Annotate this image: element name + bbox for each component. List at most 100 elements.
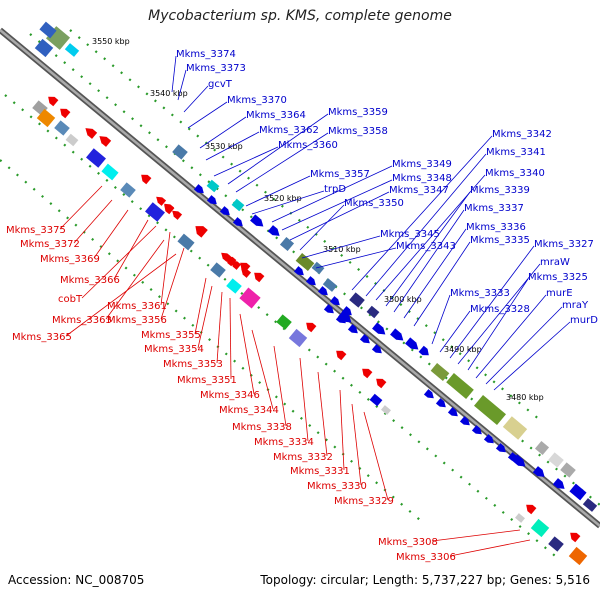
backbone bbox=[0, 27, 600, 529]
reverse-gene-label: Mkms_3308 bbox=[378, 537, 438, 548]
reverse-gene bbox=[36, 108, 56, 128]
reverse-label-leader bbox=[273, 345, 287, 427]
forward-label-leader bbox=[213, 146, 279, 177]
forward-gene bbox=[471, 425, 482, 435]
reverse-gene bbox=[548, 536, 564, 552]
forward-label-leader bbox=[431, 294, 451, 345]
forward-gene bbox=[267, 225, 280, 236]
reverse-label-leader bbox=[317, 371, 328, 457]
forward-gene-label: Mkms_3337 bbox=[464, 203, 524, 214]
forward-gene bbox=[405, 337, 419, 350]
reverse-label-leader bbox=[216, 291, 223, 364]
reverse-gene-label: Mkms_3306 bbox=[396, 552, 456, 563]
forward-gene-label: Mkms_3333 bbox=[450, 288, 510, 299]
forward-gene-label: Mkms_3339 bbox=[470, 185, 530, 196]
forward-gene bbox=[172, 144, 188, 160]
scale-label: 3550 kbp bbox=[92, 37, 130, 46]
forward-gene bbox=[193, 184, 204, 194]
reverse-label-leader bbox=[113, 219, 149, 280]
reverse-gene-label: Mkms_3369 bbox=[40, 254, 100, 265]
reverse-gene bbox=[239, 287, 261, 309]
reverse-label-leader bbox=[197, 285, 213, 349]
reverse-gene bbox=[156, 196, 167, 206]
forward-gene bbox=[532, 466, 545, 477]
forward-gene bbox=[569, 483, 587, 501]
reverse-gene bbox=[120, 182, 136, 198]
forward-gene bbox=[322, 278, 338, 292]
reverse-gene bbox=[60, 108, 71, 119]
forward-label-leader bbox=[439, 310, 471, 353]
forward-gene bbox=[279, 236, 295, 252]
forward-gene-label: Mkms_3350 bbox=[344, 198, 404, 209]
forward-gene bbox=[446, 373, 474, 399]
reverse-gene bbox=[288, 328, 308, 348]
forward-gene-label: Mkms_3342 bbox=[492, 129, 552, 140]
forward-gene bbox=[582, 498, 598, 512]
reverse-gene-label: Mkms_3355 bbox=[141, 330, 201, 341]
forward-gene-label: Mkms_3348 bbox=[392, 173, 452, 184]
forward-gene bbox=[305, 276, 316, 286]
forward-gene-label: murE bbox=[546, 288, 573, 299]
forward-gene bbox=[323, 304, 334, 314]
reverse-gene bbox=[254, 272, 265, 283]
forward-gene-label: murD bbox=[570, 315, 598, 326]
reverse-label-leader bbox=[229, 297, 232, 380]
forward-gene bbox=[206, 195, 217, 205]
forward-gene bbox=[507, 452, 518, 462]
reverse-label-leader bbox=[363, 411, 389, 501]
scale-label: 3520 kbp bbox=[264, 194, 302, 203]
forward-gene-label: Mkms_3364 bbox=[246, 110, 306, 121]
forward-label-leader bbox=[251, 190, 325, 215]
reverse-gene bbox=[145, 202, 165, 222]
scale-label: 3480 kbp bbox=[506, 393, 544, 402]
reverse-label-leader bbox=[299, 357, 309, 442]
forward-gene-label: Mkms_3341 bbox=[486, 147, 546, 158]
reverse-gene bbox=[101, 163, 119, 181]
reverse-gene bbox=[172, 210, 183, 220]
accession-label: Accession: NC_008705 bbox=[8, 573, 145, 587]
forward-gene-label: Mkms_3327 bbox=[534, 239, 594, 250]
reverse-label-leader bbox=[239, 313, 255, 395]
forward-gene bbox=[390, 328, 404, 341]
reverse-label-leader bbox=[73, 199, 113, 244]
forward-gene bbox=[418, 345, 429, 356]
reverse-gene bbox=[526, 504, 537, 515]
reverse-label-leader bbox=[93, 209, 129, 259]
forward-label-leader bbox=[457, 263, 541, 365]
forward-label-leader bbox=[187, 101, 228, 129]
forward-gene bbox=[232, 217, 243, 227]
forward-label-leader bbox=[245, 175, 311, 207]
backbone-line bbox=[0, 29, 600, 527]
forward-gene bbox=[341, 306, 352, 316]
forward-label-leader bbox=[199, 116, 247, 149]
map-title: Mycobacterium sp. KMS, complete genome bbox=[148, 8, 452, 24]
forward-label-leader bbox=[493, 321, 571, 391]
reverse-label-leader bbox=[81, 225, 157, 299]
forward-label-leader bbox=[271, 165, 393, 223]
forward-gene-label: mraY bbox=[562, 300, 589, 311]
forward-gene-label: Mkms_3362 bbox=[259, 125, 319, 136]
forward-label-leader bbox=[485, 306, 563, 385]
forward-gene bbox=[250, 214, 264, 227]
forward-gene-label: Mkms_3325 bbox=[528, 272, 588, 283]
forward-label-leader bbox=[235, 132, 329, 193]
reverse-gene bbox=[65, 133, 79, 147]
reverse-gene bbox=[231, 260, 242, 270]
reverse-gene bbox=[362, 368, 373, 379]
reverse-gene-label: Mkms_3334 bbox=[254, 437, 314, 448]
forward-gene bbox=[548, 452, 564, 468]
reverse-gene-label: Mkms_3356 bbox=[107, 315, 167, 326]
reverse-label-leader bbox=[339, 389, 345, 471]
reverse-gene-label: cobT bbox=[58, 294, 83, 305]
forward-gene bbox=[372, 322, 386, 335]
forward-gene bbox=[335, 314, 346, 324]
reverse-label-leader bbox=[59, 185, 103, 230]
tick-rail-inner-lower bbox=[0, 159, 421, 521]
forward-gene bbox=[39, 21, 57, 39]
forward-gene bbox=[347, 324, 358, 334]
forward-gene-label: gcvT bbox=[208, 79, 233, 90]
forward-gene bbox=[552, 478, 565, 489]
forward-label-leader bbox=[205, 131, 260, 161]
